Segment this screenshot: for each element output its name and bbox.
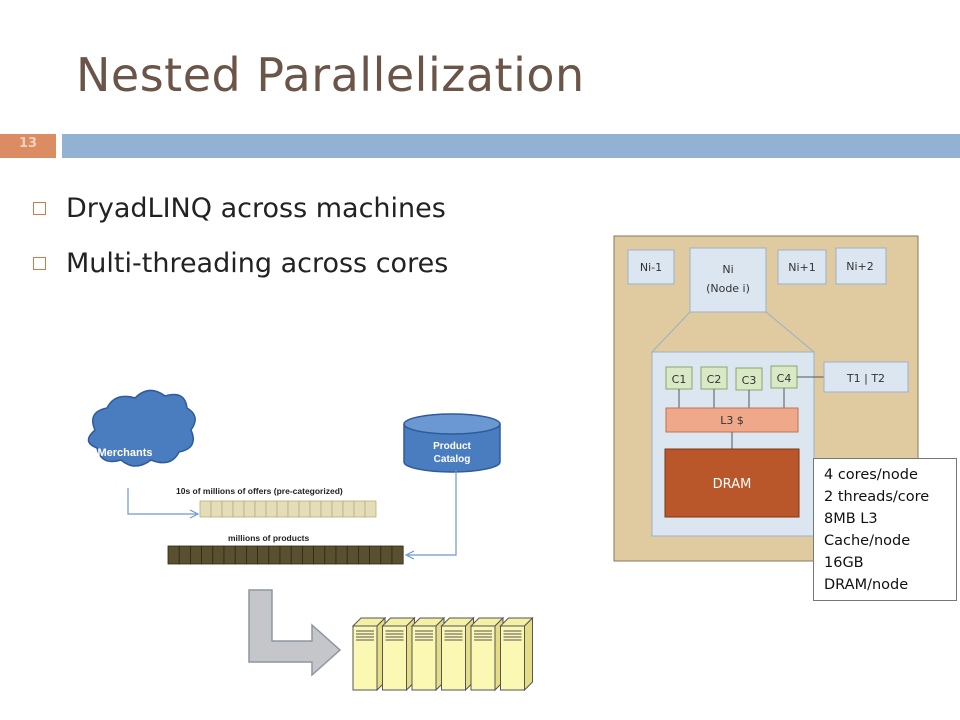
slide-title: Nested Parallelization	[76, 48, 585, 102]
bullet-item: DryadLINQ across machines	[33, 193, 446, 224]
product-cell	[212, 545, 225, 565]
node-label: (Node i)	[706, 282, 750, 295]
spec-line: Cache/node	[824, 533, 911, 549]
offers-label: 10s of millions of offers (pre-categoriz…	[176, 486, 343, 496]
cache-label: L3 $	[720, 414, 744, 427]
server-icon	[410, 616, 446, 692]
catalog-label-line1: Product	[433, 441, 471, 452]
product-cell	[380, 545, 393, 565]
core-label: C1	[672, 373, 687, 386]
product-cell	[335, 545, 348, 565]
product-cell	[189, 545, 202, 565]
product-cell	[279, 545, 292, 565]
zoom-line	[651, 311, 691, 353]
merchants-cloud: Merchants	[87, 389, 196, 467]
product-cell	[178, 545, 191, 565]
offer-cell	[342, 500, 355, 518]
offer-cell	[221, 500, 234, 518]
offer-cell	[298, 500, 311, 518]
product-cell	[257, 545, 270, 565]
product-cell	[234, 545, 247, 565]
offer-cell	[254, 500, 267, 518]
offer-cell	[265, 500, 278, 518]
core-label: C4	[777, 372, 792, 385]
product-cell	[324, 545, 337, 565]
offer-cell	[199, 500, 212, 518]
products-strip	[167, 545, 404, 565]
node-label: Ni-1	[640, 261, 662, 274]
threads-box	[823, 361, 909, 393]
bullet-square-icon	[33, 257, 46, 270]
product-cell	[391, 545, 404, 565]
header-band	[62, 134, 960, 158]
offer-cell	[287, 500, 300, 518]
product-cell	[369, 545, 382, 565]
bullet-item: Multi-threading across cores	[33, 248, 448, 279]
server-icon	[440, 616, 475, 692]
product-cell	[301, 545, 314, 565]
product-cell	[357, 545, 370, 565]
product-cell	[245, 545, 258, 565]
catalog-arrow	[408, 470, 457, 556]
offer-cell	[276, 500, 289, 518]
core-label: C2	[707, 373, 722, 386]
arrowhead-icon	[404, 550, 415, 560]
threads-label: T1 | T2	[846, 372, 885, 385]
servers-group	[351, 616, 534, 692]
node-label: Ni+2	[846, 260, 874, 273]
server-icon	[351, 616, 387, 692]
slide-number-band	[0, 134, 56, 158]
product-cell	[290, 545, 303, 565]
server-icon	[499, 616, 534, 692]
offer-cell	[309, 500, 322, 518]
product-cell	[201, 545, 214, 565]
bullet-square-icon	[33, 202, 46, 215]
offer-cell	[331, 500, 344, 518]
product-cell	[223, 545, 236, 565]
dram-box	[664, 448, 800, 518]
core-label: C3	[742, 374, 757, 387]
product-catalog-cylinder: Product Catalog	[403, 413, 501, 473]
offer-cell	[364, 500, 377, 518]
node-box-current	[689, 247, 767, 313]
node-box	[777, 249, 827, 285]
offer-cell	[210, 500, 223, 518]
slide-number: 13	[18, 136, 38, 151]
dram-label: DRAM	[713, 477, 752, 492]
zoom-line	[765, 311, 815, 353]
server-icon	[381, 616, 416, 692]
product-cell	[167, 545, 180, 565]
product-cell	[313, 545, 326, 565]
server-icon	[469, 616, 505, 692]
node-box	[835, 247, 887, 285]
bullet-text: DryadLINQ across machines	[66, 193, 446, 224]
offer-cell	[243, 500, 256, 518]
product-cell	[346, 545, 359, 565]
bullet-text: Multi-threading across cores	[66, 248, 449, 279]
catalog-label-line2: Catalog	[434, 454, 471, 465]
merchants-label: Merchants	[97, 447, 152, 459]
offers-strip	[199, 500, 377, 518]
offer-cell	[232, 500, 245, 518]
node-label: Ni+1	[788, 261, 816, 274]
distribution-arrow-icon	[248, 589, 342, 677]
arrowhead-icon	[189, 509, 200, 519]
specs-note: 4 cores/node 2 threads/core 8MB L3 Cache…	[813, 458, 957, 601]
offer-cell	[320, 500, 333, 518]
merchants-arrow	[127, 488, 196, 515]
spec-line: 16GB	[824, 555, 864, 571]
core-boxes: C1 C2 C3 C4	[665, 365, 798, 391]
product-cell	[268, 545, 281, 565]
node-label: Ni	[722, 263, 733, 276]
offer-cell	[353, 500, 366, 518]
products-label: millions of products	[228, 533, 309, 543]
node-box	[627, 249, 675, 285]
spec-line: 8MB L3	[824, 511, 878, 527]
spec-line: 4 cores/node	[824, 467, 918, 483]
spec-line: DRAM/node	[824, 577, 909, 593]
spec-line: 2 threads/core	[824, 489, 930, 505]
